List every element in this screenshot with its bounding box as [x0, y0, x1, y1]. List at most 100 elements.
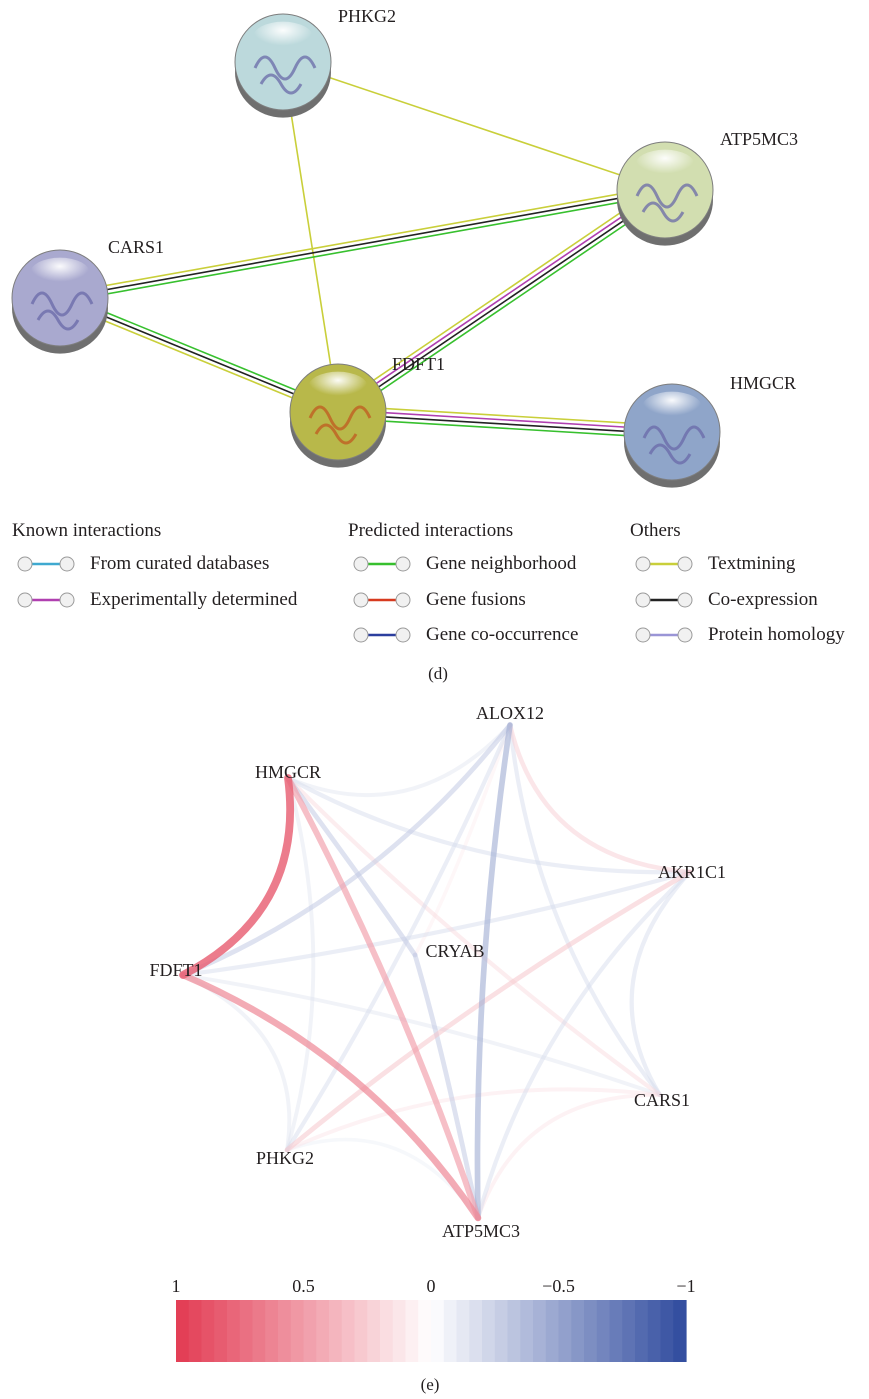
- node-highlight: [30, 257, 90, 289]
- colorbar-step: [660, 1300, 674, 1362]
- edge-cars1-atp5mc3: [59, 185, 666, 303]
- colorbar-step: [622, 1300, 636, 1362]
- colorbar-step: [545, 1300, 560, 1362]
- node-highlight: [642, 391, 702, 423]
- node-label-atp5mc3: ATP5MC3: [720, 129, 798, 149]
- node-highlight: [635, 149, 695, 181]
- caption-d: (d): [428, 664, 448, 683]
- node-fdft1[interactable]: FDFT1: [289, 354, 445, 468]
- experimental-swatch-icon: [17, 592, 75, 608]
- evidence-line-coexpression: [337, 413, 672, 435]
- node-highlight: [253, 21, 313, 53]
- corr-edge-hmgcr-alox12: [286, 723, 512, 797]
- corr-edge-fdft1-akr1c1: [180, 869, 693, 978]
- evidence-line-neighborhood: [61, 293, 340, 409]
- corr-edge-fdft1-atp5mc3: [179, 971, 482, 1222]
- legend-label-homology: Protein homology: [708, 624, 845, 645]
- colorbar-step: [482, 1300, 496, 1362]
- protein-structure-icon: [642, 425, 706, 465]
- evidence-line-coexpression: [59, 189, 666, 299]
- corr-edge-hmgcr-atp5mc3: [285, 775, 481, 1221]
- coexpression-swatch-icon: [635, 592, 693, 608]
- legend-label-textmining: Textmining: [708, 553, 796, 574]
- colorbar-step: [520, 1300, 534, 1362]
- evidence-line-experimental: [336, 187, 665, 411]
- node-hmgcr[interactable]: HMGCR: [623, 373, 796, 488]
- colorbar-step: [214, 1300, 228, 1362]
- evidence-line-textmining: [282, 61, 666, 191]
- colorbar-step: [635, 1300, 649, 1362]
- corr-edge-atp5mc3-cars1: [476, 1093, 662, 1220]
- colorbar-step: [571, 1300, 585, 1362]
- corr-node-atp5mc3: ATP5MC3: [442, 1221, 520, 1241]
- legend-title-others: Others: [630, 520, 681, 541]
- colorbar-step: [290, 1300, 305, 1362]
- legend-label-curated: From curated databases: [90, 553, 270, 574]
- corr-edge-alox12-cars1: [507, 722, 663, 1098]
- colorbar-step: [405, 1300, 419, 1362]
- corr-edge-hmgcr-fdft1: [179, 774, 295, 979]
- colorbar-step: [392, 1300, 407, 1362]
- homology-swatch-icon: [635, 627, 693, 643]
- corr-node-akr1c1: AKR1C1: [658, 862, 726, 882]
- protein-structure-icon: [635, 183, 699, 223]
- colorbar-step: [354, 1300, 368, 1362]
- evidence-line-neighborhood: [60, 193, 666, 303]
- corr-node-hmgcr: HMGCR: [255, 762, 321, 782]
- corr-edge-hmgcr-phkg2: [285, 776, 316, 1152]
- corr-edge-cryab-alox12: [413, 723, 512, 957]
- colorbar-step: [584, 1300, 598, 1362]
- colorbar-step: [673, 1300, 687, 1362]
- curated-swatch-icon: [17, 556, 75, 572]
- corr-edge-alox12-atp5mc3: [474, 722, 513, 1221]
- colorbar-tick-label: 0.5: [292, 1276, 315, 1296]
- node-phkg2[interactable]: PHKG2: [234, 6, 396, 118]
- legend-title-predicted: Predicted interactions: [348, 520, 514, 541]
- legend-item-curated: From curated databases: [16, 552, 269, 576]
- evidence-line-experimental: [338, 409, 673, 431]
- corr-node-phkg2: PHKG2: [256, 1148, 314, 1168]
- colorbar-step: [456, 1300, 470, 1362]
- colorbar-step: [176, 1300, 190, 1362]
- colorbar-step: [239, 1300, 254, 1362]
- textmining-swatch-icon: [635, 556, 693, 572]
- colorbar-step: [494, 1300, 509, 1362]
- corr-node-cars1: CARS1: [634, 1090, 690, 1110]
- legend-item-textmining: Textmining: [634, 552, 795, 576]
- colorbar-step: [609, 1300, 623, 1362]
- correlation-edges: [179, 722, 693, 1222]
- corr-edge-cryab-atp5mc3: [412, 952, 481, 1221]
- colorbar-tick-label: 1: [172, 1276, 181, 1296]
- legend-item-coexpression: Co-expression: [634, 588, 818, 612]
- corr-node-alox12: ALOX12: [476, 703, 544, 723]
- colorbar-step: [265, 1300, 279, 1362]
- evidence-line-textmining: [338, 404, 673, 427]
- edge-fdft1-hmgcr: [337, 404, 673, 440]
- colorbar-step: [443, 1300, 458, 1362]
- legend-item-cooccurrence: Gene co-occurrence: [352, 623, 578, 647]
- corr-edge-alox12-akr1c1: [507, 722, 693, 875]
- legend-title-known: Known interactions: [12, 520, 162, 541]
- corr-edge-fdft1-alox12: [180, 722, 513, 978]
- cooccurrence-swatch-icon: [353, 627, 411, 643]
- string-legend: Known interactions From curated database…: [0, 516, 869, 656]
- colorbar-step: [469, 1300, 483, 1362]
- node-atp5mc3[interactable]: ATP5MC3: [616, 129, 798, 246]
- legend-label-fusions: Gene fusions: [426, 589, 526, 610]
- protein-structure-icon: [253, 55, 317, 95]
- correlation-node-labels: ALOX12HMGCRAKR1C1CRYABFDFT1CARS1PHKG2ATP…: [149, 703, 726, 1241]
- colorbar-step: [380, 1300, 394, 1362]
- edge-fdft1-atp5mc3: [334, 184, 669, 418]
- protein-structure-icon: [30, 291, 94, 331]
- colorbar-step: [278, 1300, 292, 1362]
- edge-phkg2-atp5mc3: [282, 61, 666, 191]
- colorbar-step: [188, 1300, 203, 1362]
- string-edges: [58, 61, 673, 440]
- legend-label-neighborhood: Gene neighborhood: [426, 553, 577, 574]
- node-cars1[interactable]: CARS1: [11, 237, 164, 354]
- colorbar-tick-label: −1: [676, 1276, 695, 1296]
- colorbar-step: [367, 1300, 381, 1362]
